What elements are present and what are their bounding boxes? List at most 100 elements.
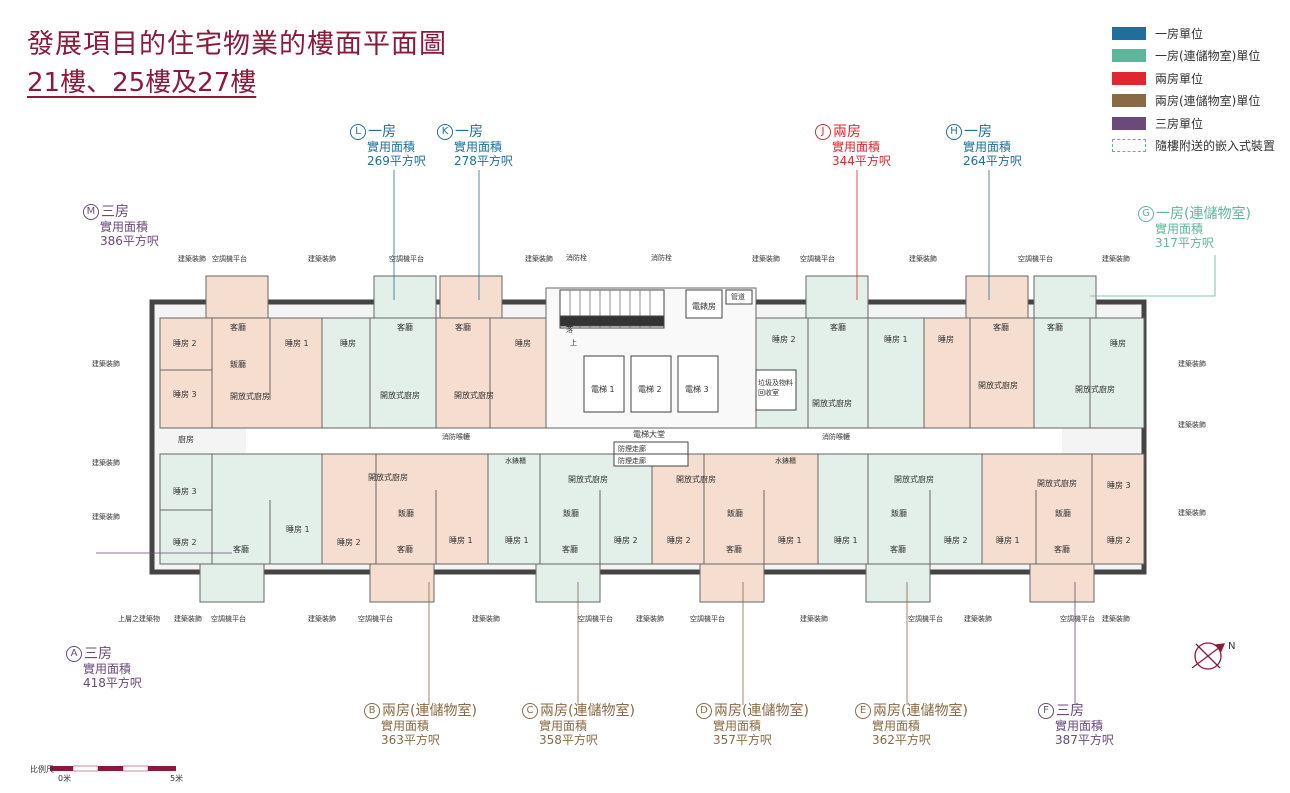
room-label: 客廳 <box>830 323 846 332</box>
room-label: 開放式廚房 <box>978 381 1018 390</box>
unit-letter-badge: J <box>815 124 831 140</box>
unit-area-label: 實用面積 <box>872 719 921 733</box>
ac-platform-label: 空調機平台 <box>1018 255 1053 263</box>
pipe-label: 管道 <box>731 293 745 301</box>
room-label: 客廳 <box>726 545 742 554</box>
unit-area-value: 344平方呎 <box>832 154 891 168</box>
fire-hose-label: 消防喉轆 <box>442 433 470 441</box>
room-label: 開放式廚房 <box>380 391 420 400</box>
room-label: 開放式廚房 <box>1037 479 1077 488</box>
room-label: 睡房 1 <box>285 339 309 348</box>
ac-platform-label: 空調機平台 <box>690 615 725 623</box>
room-label: 開放式廚房 <box>454 391 494 400</box>
room-label: 開放式廚房 <box>676 475 716 484</box>
room-label: 睡房 2 <box>772 335 796 344</box>
unit-letter-badge: D <box>696 703 712 719</box>
room-label: 開放式廚房 <box>368 473 408 482</box>
balcony-d <box>699 563 765 603</box>
ac-platform-label: 空調機平台 <box>1060 615 1095 623</box>
unit-area-value: 363平方呎 <box>381 733 440 747</box>
unit-area-label: 實用面積 <box>713 719 762 733</box>
unit-area-label: 實用面積 <box>1055 719 1104 733</box>
unit-area-value: 269平方呎 <box>367 154 426 168</box>
unit-area-value: 357平方呎 <box>713 733 772 747</box>
unit-area-value: 418平方呎 <box>83 676 142 690</box>
room-label: 睡房 3 <box>173 487 197 496</box>
arch-feature-label: 建築裝飾 <box>308 255 336 263</box>
scale-end: 5米 <box>170 774 184 783</box>
arch-feature-label: 建築裝飾 <box>636 615 664 623</box>
unit-m-area <box>159 317 323 429</box>
fire-hydrant-label: 消防栓 <box>566 254 587 262</box>
room-label: 睡房 1 <box>449 536 473 545</box>
balcony-b <box>369 563 435 603</box>
refuse-label: 垃圾及物料回收室 <box>758 379 793 397</box>
legend-swatch-dashed <box>1112 139 1146 153</box>
lift-lobby-label: 電梯大堂 <box>633 430 665 439</box>
unit-area-value: 386平方呎 <box>100 234 159 248</box>
room-label: 睡房 2 <box>173 339 197 348</box>
scale-bar <box>50 765 176 772</box>
room-label: 飯廳 <box>1055 509 1071 518</box>
legend-label: 兩房(連儲物室)單位 <box>1155 94 1261 109</box>
stair-down: 落 <box>566 326 573 334</box>
scale-start: 0米 <box>58 774 72 783</box>
compass-icon <box>1191 642 1226 670</box>
room-label: 睡房 1 <box>884 335 908 344</box>
room-label: 客廳 <box>230 323 246 332</box>
balcony-a <box>199 563 265 603</box>
arch-feature-label: 建築裝飾 <box>1178 509 1206 517</box>
room-label: 客廳 <box>397 545 413 554</box>
room-label: 睡房 2 <box>337 538 361 547</box>
room-label: 客廳 <box>890 545 906 554</box>
unit-area-value: 264平方呎 <box>963 154 1022 168</box>
refuse-room <box>755 369 797 411</box>
unit-area-label: 實用面積 <box>832 140 881 154</box>
unit-area-value: 387平方呎 <box>1055 733 1114 747</box>
arch-feature-label: 建築裝飾 <box>1178 360 1206 368</box>
balcony-m <box>205 275 269 319</box>
pipe-duct-core <box>725 289 753 305</box>
arch-feature-label: 建築裝飾 <box>178 255 206 263</box>
legend-label: 三房單位 <box>1155 116 1204 131</box>
lift-1-label: 電梯 1 <box>591 385 615 394</box>
compass-north: N <box>1228 641 1235 652</box>
arch-feature-label: 建築裝飾 <box>472 615 500 623</box>
water-meter-label: 水錶櫃 <box>775 457 796 465</box>
legend-swatch-one-bed <box>1112 26 1146 40</box>
unit-type: 兩房(連儲物室) <box>382 703 477 719</box>
room-label: 開放式廚房 <box>1075 385 1115 394</box>
unit-g-area <box>1033 317 1145 429</box>
legend-item: 三房單位 <box>1112 112 1275 135</box>
core <box>559 289 797 467</box>
room-label: 飯廳 <box>727 509 743 518</box>
room-label: 客廳 <box>562 545 578 554</box>
room-label: 睡房 <box>340 339 356 348</box>
unit-type: 兩房(連儲物室) <box>714 703 809 719</box>
arch-feature-label: 建築裝飾 <box>800 615 828 623</box>
room-label: 客廳 <box>1047 323 1063 332</box>
legend: 一房單位 一房(連儲物室)單位 兩房單位 兩房(連儲物室)單位 三房單位 隨樓附… <box>1112 22 1275 157</box>
unit-area-value: 278平方呎 <box>454 154 513 168</box>
room-label: 睡房 3 <box>1107 481 1131 490</box>
lift-1-shaft <box>583 355 625 413</box>
balcony-e <box>865 563 931 603</box>
ac-platform-label: 空調機平台 <box>211 615 246 623</box>
unit-letter-badge: C <box>522 703 538 719</box>
legend-item: 一房單位 <box>1112 22 1275 45</box>
room-label: 睡房 2 <box>944 536 968 545</box>
legend-swatch-two-bed <box>1112 71 1146 85</box>
unit-area-value: 362平方呎 <box>872 733 931 747</box>
room-label: 睡房 2 <box>614 536 638 545</box>
balcony-k <box>439 275 503 319</box>
arch-feature-label: 建築裝飾 <box>752 255 780 263</box>
unit-letter-badge: G <box>1138 206 1154 222</box>
bottom-balconies <box>199 563 1095 603</box>
arch-feature-label: 建築裝飾 <box>1102 255 1130 263</box>
unit-f-area <box>981 453 1145 565</box>
room-label: 睡房 3 <box>173 390 197 399</box>
